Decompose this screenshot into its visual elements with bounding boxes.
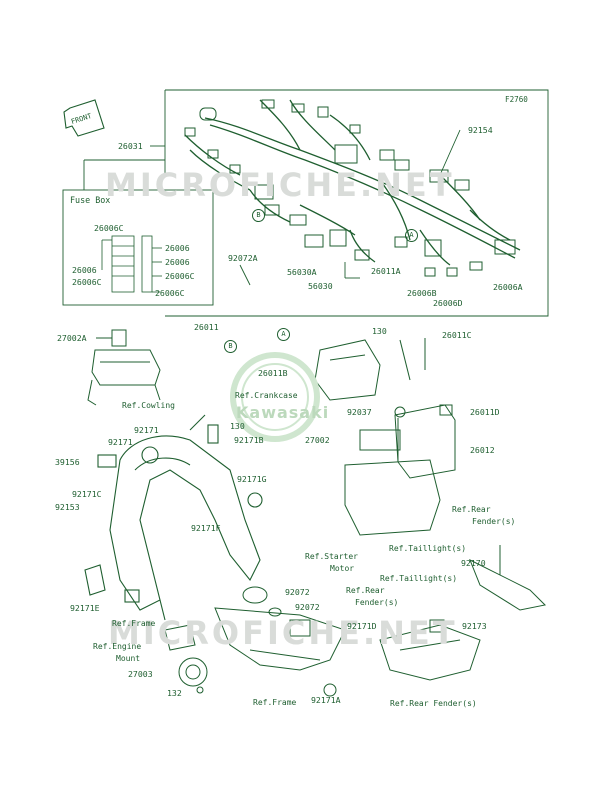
part-56030a[interactable]: 56030A [287,267,317,277]
ref-frame-2: Ref.Frame [253,698,297,707]
kawasaki-logo-text: Kawasaki [236,403,330,422]
part-92170[interactable]: 92170 [461,558,486,568]
callout-b-upper: B [252,209,265,222]
part-27003[interactable]: 27003 [128,669,153,679]
part-39156[interactable]: 39156 [55,457,80,467]
ref-rear-fender-3: Ref.Rear Fender(s) [390,699,477,708]
ref-rear-fender-2b: Fender(s) [355,598,399,607]
fuse-label-7: 26006C [155,288,185,298]
kawasaki-logo [230,352,320,442]
figure-code: F2760 [505,95,528,104]
wiring-harness-drawing [184,99,521,266]
ref-cowling: Ref.Cowling [122,401,175,410]
part-132[interactable]: 132 [167,688,182,698]
fuse-box-drawing [101,235,162,293]
part-26012[interactable]: 26012 [470,445,495,455]
part-26011[interactable]: 26011 [194,322,219,332]
part-27002a[interactable]: 27002A [57,333,87,343]
part-92171e[interactable]: 92171E [70,603,100,613]
part-92072-2[interactable]: 92072 [295,602,320,612]
part-92171d[interactable]: 92171D [347,621,377,631]
front-arrow-icon [63,99,105,137]
part-92173[interactable]: 92173 [462,621,487,631]
ref-engine-mount-a: Ref.Engine [93,642,142,651]
part-26011a[interactable]: 26011A [371,266,401,276]
fuse-box-frame [62,189,214,306]
part-26011d[interactable]: 26011D [470,407,500,417]
lower-tray-drawing [214,586,346,697]
watermark-top: MICROFICHE.NET [105,166,455,204]
fuse-label-1: 26006C [94,223,124,233]
ref-starter-motor-a: Ref.Starter [305,552,358,561]
fuse-label-5: 26006C [165,271,195,281]
part-92171g[interactable]: 92171G [237,474,267,484]
part-92171a[interactable]: 92171A [311,695,341,705]
fuse-label-4: 26006 [72,265,97,275]
part-92171c[interactable]: 92171C [72,489,102,499]
horn-drawing [178,657,208,687]
part-92171-2[interactable]: 92171 [108,437,133,447]
ref-engine-mount-b: Mount [116,654,141,663]
part-92171-1[interactable]: 92171 [134,425,159,435]
part-26006b[interactable]: 26006B [407,288,437,298]
ref-frame-1: Ref.Frame [112,619,156,628]
callout-b-lower: B [224,340,237,353]
cowling-bracket-drawing [87,329,161,406]
fuse-box-title: Fuse Box [70,195,111,205]
harness-frame [165,89,549,317]
ref-rear-fender-1a: Ref.Rear [452,505,491,514]
frame-drawing [84,414,263,621]
part-92037[interactable]: 92037 [347,407,372,417]
fuse-label-6: 26006C [72,277,102,287]
part-92153[interactable]: 92153 [55,502,80,512]
part-26031[interactable]: 26031 [118,141,143,151]
part-26011c[interactable]: 26011C [442,330,472,340]
connectors [184,99,516,277]
ref-rear-fender-2a: Ref.Rear [346,586,385,595]
battery-drawing [314,338,456,536]
part-92072a[interactable]: 92072A [228,253,258,263]
part-92072-1[interactable]: 92072 [285,587,310,597]
callout-a-lower: A [277,328,290,341]
part-56030[interactable]: 56030 [308,281,333,291]
rear-fender-drawing [379,545,547,681]
watermark-bottom: MICROFICHE.NET [108,614,458,652]
callout-a-upper: A [405,229,418,242]
part-92171b[interactable]: 92171B [234,435,264,445]
fuse-label-2: 26006 [165,243,190,253]
part-27002[interactable]: 27002 [305,435,330,445]
part-92171f[interactable]: 92171F [191,523,221,533]
part-92154[interactable]: 92154 [468,125,493,135]
fuse-label-3: 26006 [165,257,190,267]
part-130-upper[interactable]: 130 [372,326,387,336]
ref-starter-motor-b: Motor [330,564,355,573]
part-26006a[interactable]: 26006A [493,282,523,292]
part-130-lower[interactable]: 130 [230,421,245,431]
ref-crankcase: Ref.Crankcase [235,391,298,400]
part-26006d[interactable]: 26006D [433,298,463,308]
part-26011b[interactable]: 26011B [258,368,288,378]
ref-taillight-2: Ref.Taillight(s) [380,574,458,583]
ref-taillight-1: Ref.Taillight(s) [389,544,467,553]
ref-rear-fender-1b: Fender(s) [472,517,516,526]
